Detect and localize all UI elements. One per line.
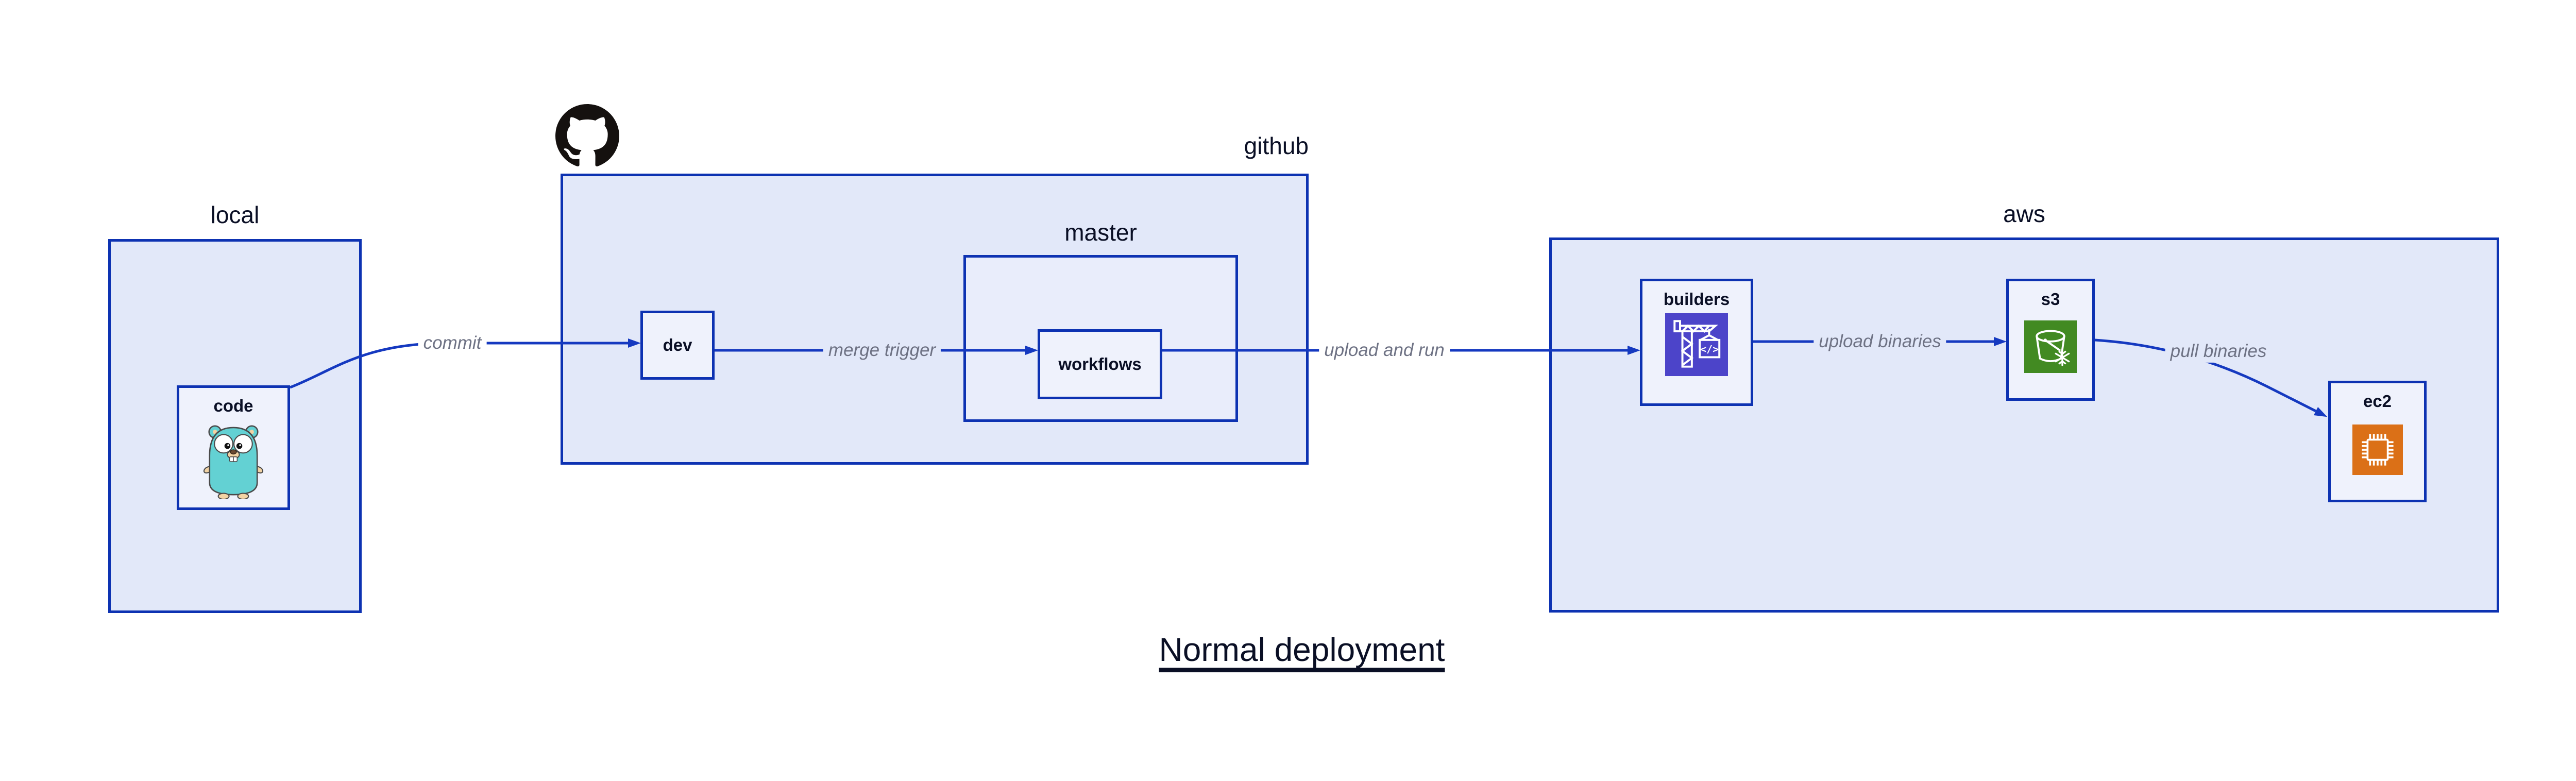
dev-node: dev bbox=[640, 311, 715, 380]
ec2-node-label: ec2 bbox=[2363, 392, 2392, 411]
aws-s3-bucket-icon bbox=[2024, 320, 2077, 373]
aws-codebuild-icon: </> bbox=[1665, 313, 1728, 376]
builders-node-label: builders bbox=[1663, 290, 1730, 309]
go-gopher-icon bbox=[203, 425, 264, 499]
edge-label-upload-binaries: upload binaries bbox=[1814, 330, 1946, 353]
aws-container-label: aws bbox=[2003, 200, 2045, 227]
s3-node: s3 bbox=[2006, 279, 2095, 401]
dev-node-label: dev bbox=[663, 335, 692, 354]
workflows-node: workflows bbox=[1038, 329, 1162, 399]
edge-label-commit: commit bbox=[418, 331, 487, 355]
edge-label-merge-trigger: merge trigger bbox=[823, 338, 941, 362]
github-octocat-icon bbox=[555, 104, 619, 166]
local-container-label: local bbox=[210, 201, 260, 228]
aws-ec2-chip-icon bbox=[2352, 425, 2403, 475]
svg-text:</>: </> bbox=[1700, 343, 1719, 355]
code-node-label: code bbox=[213, 396, 253, 415]
master-container-label: master bbox=[1064, 219, 1137, 246]
github-container-label: github bbox=[1244, 132, 1309, 159]
builders-node: builders </> bbox=[1640, 279, 1753, 406]
ec2-node: ec2 bbox=[2328, 381, 2427, 502]
code-node: code bbox=[177, 385, 290, 510]
workflows-node-label: workflows bbox=[1058, 354, 1142, 373]
edge-label-upload-and-run: upload and run bbox=[1319, 338, 1450, 362]
edge-label-pull-binaries: pull binaries bbox=[2165, 339, 2272, 363]
s3-node-label: s3 bbox=[2041, 290, 2060, 309]
diagram-title: Normal deployment bbox=[1159, 631, 1445, 668]
